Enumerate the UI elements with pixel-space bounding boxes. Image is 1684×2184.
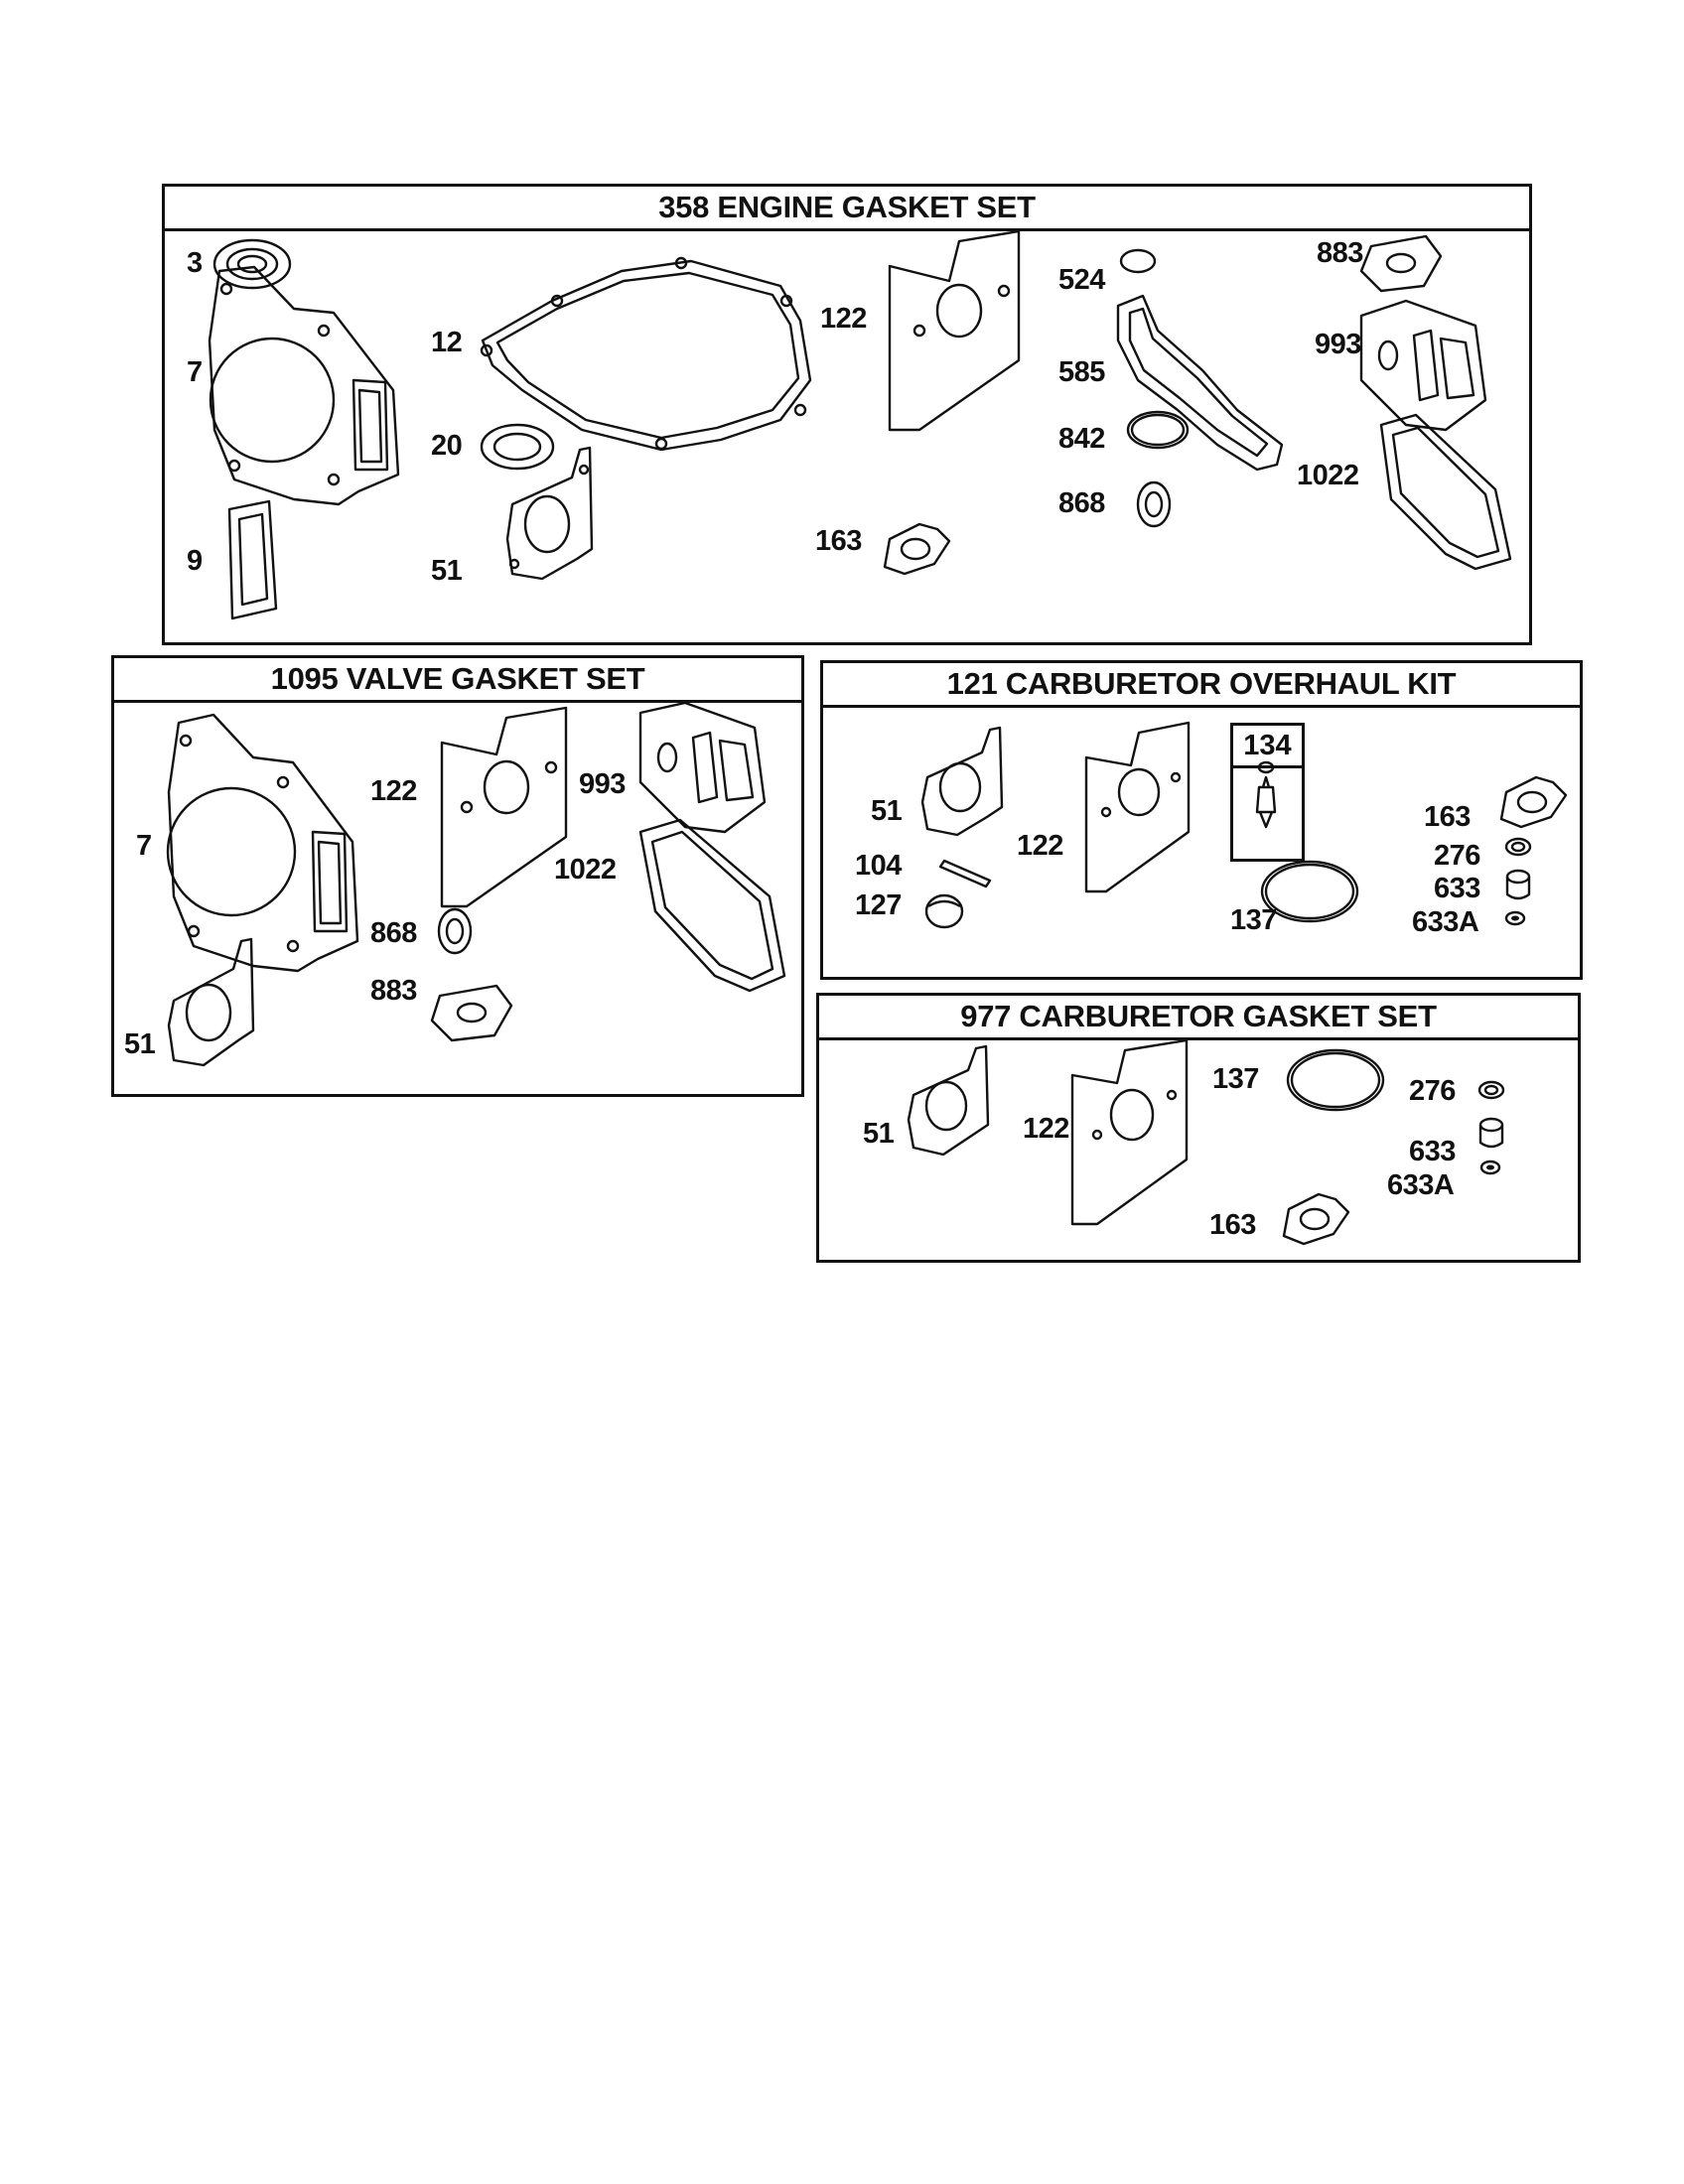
part-51-gasket xyxy=(920,726,1004,837)
part-276-washer xyxy=(1477,1080,1505,1100)
label-276: 276 xyxy=(1409,1075,1456,1107)
part-1022-gasket xyxy=(1379,413,1512,571)
label-993: 993 xyxy=(579,768,626,800)
part-51-gasket xyxy=(907,1044,990,1157)
part-524-o-ring xyxy=(1119,248,1157,274)
label-51: 51 xyxy=(863,1118,895,1150)
part-127-cap xyxy=(924,893,964,929)
label-883: 883 xyxy=(1317,237,1363,269)
part-3-oil-seal xyxy=(212,238,292,290)
label-137: 137 xyxy=(1212,1063,1259,1095)
part-137-o-ring xyxy=(1260,860,1359,923)
part-20-oil-seal xyxy=(480,423,555,471)
part-51-gasket xyxy=(167,937,255,1067)
label-868: 868 xyxy=(1058,487,1105,519)
part-163-gasket xyxy=(1282,1192,1350,1246)
part-993-gasket xyxy=(1359,299,1487,432)
label-163: 163 xyxy=(1209,1209,1256,1241)
part-633-bushing xyxy=(1505,869,1531,900)
part-868-seal xyxy=(1136,480,1172,528)
label-20: 20 xyxy=(431,430,463,462)
label-1022: 1022 xyxy=(554,854,617,886)
label-7: 7 xyxy=(187,356,203,388)
label-633: 633 xyxy=(1434,873,1480,904)
part-868-seal xyxy=(437,907,473,955)
part-134-inset-title: 134 xyxy=(1233,726,1302,768)
part-122-insulator-plate xyxy=(1084,721,1191,893)
label-842: 842 xyxy=(1058,423,1105,455)
carburetor-kit-drawing xyxy=(920,721,1568,929)
part-137-o-ring xyxy=(1286,1048,1385,1112)
part-122-insulator-plate xyxy=(1070,1040,1189,1226)
label-51: 51 xyxy=(431,555,463,587)
label-137: 137 xyxy=(1230,904,1277,936)
label-633a: 633A xyxy=(1387,1169,1455,1201)
part-276-washer xyxy=(1504,837,1532,857)
engine-gasket-set-panel: 358 ENGINE GASKET SET xyxy=(162,184,1532,645)
part-163-gasket xyxy=(883,522,951,576)
label-122: 122 xyxy=(1023,1113,1069,1145)
part-12-crankcase-gasket xyxy=(480,256,812,452)
part-7-head-gasket xyxy=(208,265,400,506)
carburetor-gasket-drawing xyxy=(907,1040,1505,1246)
label-633: 633 xyxy=(1409,1136,1456,1167)
label-585: 585 xyxy=(1058,356,1105,388)
label-524: 524 xyxy=(1058,264,1105,296)
carburetor-gasket-set-title: 977 CARBURETOR GASKET SET xyxy=(819,996,1578,1040)
engine-gasket-drawing xyxy=(208,231,1512,620)
carburetor-gasket-set-body: 51 122 137 163 276 633 633A xyxy=(819,1040,1578,1260)
label-12: 12 xyxy=(431,327,463,358)
label-122: 122 xyxy=(370,775,417,807)
valve-gasket-set-title: 1095 VALVE GASKET SET xyxy=(114,658,801,703)
part-883-gasket xyxy=(1359,234,1443,293)
label-163: 163 xyxy=(815,525,862,557)
part-633-bushing xyxy=(1478,1117,1504,1149)
label-3: 3 xyxy=(187,247,203,279)
part-122-insulator-plate xyxy=(440,706,568,908)
label-9: 9 xyxy=(187,545,203,577)
carburetor-overhaul-kit-body: 134 51 104 127 122 137 163 276 633 633A xyxy=(823,708,1580,977)
part-1022-gasket xyxy=(638,818,786,993)
label-993: 993 xyxy=(1315,329,1361,360)
part-633a-washer xyxy=(1479,1160,1501,1175)
engine-gasket-set-title: 358 ENGINE GASKET SET xyxy=(165,187,1529,231)
label-127: 127 xyxy=(855,889,902,921)
label-163: 163 xyxy=(1424,801,1471,833)
label-276: 276 xyxy=(1434,840,1480,872)
label-122: 122 xyxy=(820,303,867,335)
valve-gasket-set-panel: 1095 VALVE GASKET SET xyxy=(111,655,804,1097)
valve-gasket-set-body: 7 51 122 868 883 993 1022 xyxy=(114,703,801,1094)
part-122-insulator-plate xyxy=(888,231,1021,432)
label-883: 883 xyxy=(370,975,417,1007)
part-51-gasket xyxy=(505,446,594,581)
part-134-inset-box: 134 xyxy=(1230,723,1305,862)
part-163-gasket xyxy=(1499,775,1568,829)
carburetor-overhaul-kit-panel: 121 CARBURETOR OVERHAUL KIT xyxy=(820,660,1583,980)
part-9-gasket xyxy=(227,499,278,620)
label-1022: 1022 xyxy=(1297,460,1359,491)
label-104: 104 xyxy=(855,850,902,882)
label-7: 7 xyxy=(136,830,152,862)
part-7-head-gasket xyxy=(166,713,359,973)
engine-gasket-set-body: 3 7 9 12 20 51 122 163 524 585 842 868 8… xyxy=(165,231,1529,642)
part-883-gasket xyxy=(430,984,513,1042)
carburetor-gasket-set-panel: 977 CARBURETOR GASKET SET xyxy=(816,993,1581,1263)
label-51: 51 xyxy=(124,1028,156,1060)
valve-gasket-drawing xyxy=(166,703,786,1067)
label-122: 122 xyxy=(1017,830,1063,862)
part-104-pin xyxy=(938,859,992,888)
part-633a-washer xyxy=(1504,910,1526,926)
label-51: 51 xyxy=(871,795,903,827)
label-633a: 633A xyxy=(1412,906,1479,938)
part-993-gasket xyxy=(638,703,767,834)
carburetor-overhaul-kit-title: 121 CARBURETOR OVERHAUL KIT xyxy=(823,663,1580,708)
part-842-o-ring xyxy=(1126,410,1190,450)
part-585-gasket xyxy=(1116,294,1284,472)
label-868: 868 xyxy=(370,917,417,949)
